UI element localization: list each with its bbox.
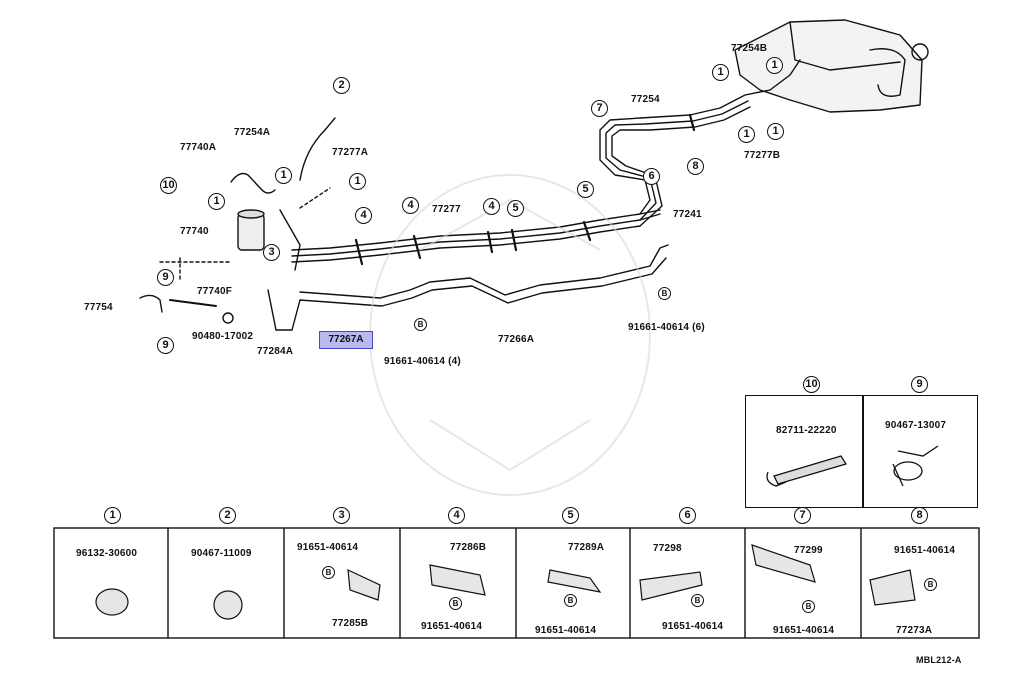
- detail-5-b-callout: B: [564, 594, 577, 607]
- detail-8-part-a: 91651-40614: [894, 545, 956, 556]
- label-77277: 77277: [432, 204, 461, 215]
- detail-8-b-callout: B: [924, 578, 937, 591]
- label-77254B: 77254B: [731, 43, 768, 54]
- detail-8-part-b: 77273A: [896, 625, 933, 636]
- detail-3-number: 3: [333, 507, 350, 524]
- detail-4-part-a: 77286B: [450, 542, 487, 553]
- callout-b: B: [414, 318, 427, 331]
- label-77740A: 77740A: [180, 142, 217, 153]
- inset-9-number: 9: [911, 376, 928, 393]
- callout-4: 4: [355, 207, 372, 224]
- callout-1: 1: [712, 64, 729, 81]
- label-77740: 77740: [180, 226, 209, 237]
- label-77277B: 77277B: [744, 150, 781, 161]
- detail-6-b-callout: B: [691, 594, 704, 607]
- inset-9-part: 90467-13007: [885, 420, 947, 431]
- detail-7-part-b: 91651-40614: [773, 625, 835, 636]
- detail-2-part: 90467-11009: [191, 548, 252, 559]
- label-91661-40614-6: 91661-40614 (6): [628, 322, 705, 333]
- tie-strap-drawing: [766, 455, 848, 487]
- label-77277A: 77277A: [332, 147, 369, 158]
- hose-clip-drawing: [892, 445, 939, 487]
- callout-9: 9: [157, 337, 174, 354]
- detail-2-number: 2: [219, 507, 236, 524]
- callout-8: 8: [687, 158, 704, 175]
- callout-1: 1: [738, 126, 755, 143]
- label-77254A: 77254A: [234, 127, 271, 138]
- callout-1: 1: [766, 57, 783, 74]
- callout-1: 1: [275, 167, 292, 184]
- label-77241: 77241: [673, 209, 702, 220]
- callout-6: 6: [643, 168, 660, 185]
- callout-5: 5: [577, 181, 594, 198]
- callout-9: 9: [157, 269, 174, 286]
- callout-7: 7: [591, 100, 608, 117]
- detail-4-part-b: 91651-40614: [421, 621, 483, 632]
- callout-2: 2: [333, 77, 350, 94]
- label-91661-40614-4: 91661-40614 (4): [384, 356, 461, 367]
- inset-10-number: 10: [803, 376, 820, 393]
- label-77266A: 77266A: [498, 334, 535, 345]
- callout-3: 3: [263, 244, 280, 261]
- inset-10-part: 82711-22220: [776, 425, 837, 436]
- detail-7-number: 7: [794, 507, 811, 524]
- diagram-code: MBL212-A: [916, 655, 962, 665]
- detail-1-number: 1: [104, 507, 121, 524]
- detail-4-b-callout: B: [449, 597, 462, 610]
- detail-6-number: 6: [679, 507, 696, 524]
- label-77254: 77254: [631, 94, 660, 105]
- callout-1: 1: [349, 173, 366, 190]
- callout-5: 5: [507, 200, 524, 217]
- callout-10: 10: [160, 177, 177, 194]
- detail-5-part-a: 77289A: [568, 542, 605, 553]
- callout-1: 1: [208, 193, 225, 210]
- detail-3-part-b: 77285B: [332, 618, 369, 629]
- detail-3-b-callout: B: [322, 566, 335, 579]
- detail-6-part-b: 91651-40614: [662, 621, 724, 632]
- highlighted-part-label[interactable]: 77267A: [319, 331, 373, 349]
- callout-4: 4: [402, 197, 419, 214]
- label-77740F: 77740F: [197, 286, 233, 297]
- detail-3-part-a: 91651-40614: [297, 542, 359, 553]
- detail-5-number: 5: [562, 507, 579, 524]
- label-90480-17002: 90480-17002: [192, 331, 254, 342]
- detail-4-number: 4: [448, 507, 465, 524]
- callout-b: B: [658, 287, 671, 300]
- detail-7-part-a: 77299: [794, 545, 823, 556]
- label-77284A: 77284A: [257, 346, 294, 357]
- detail-6-part-a: 77298: [653, 543, 682, 554]
- detail-7-b-callout: B: [802, 600, 815, 613]
- callout-1: 1: [767, 123, 784, 140]
- detail-8-number: 8: [911, 507, 928, 524]
- detail-5-part-b: 91651-40614: [535, 625, 597, 636]
- label-77754: 77754: [84, 302, 113, 313]
- callout-4: 4: [483, 198, 500, 215]
- detail-1-part: 96132-30600: [76, 548, 138, 559]
